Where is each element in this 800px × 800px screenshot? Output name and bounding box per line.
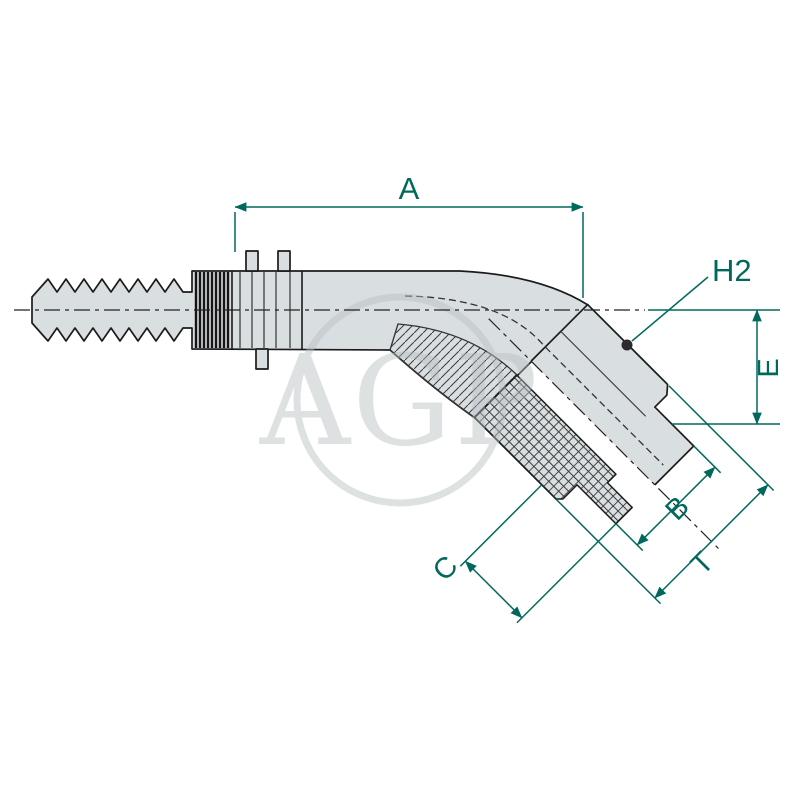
watermark: AGP [259, 293, 540, 507]
dim-c-ext-2 [516, 523, 617, 624]
dimensions [234, 202, 780, 624]
h2-witness-dot [621, 339, 633, 351]
swivel-nut-group [473, 303, 695, 525]
dim-c-line [464, 560, 523, 619]
nut-section-hatch [473, 374, 633, 525]
label-h2: H2 [712, 253, 752, 288]
label-a: A [399, 171, 420, 206]
collar-tab-top-1 [245, 250, 259, 272]
dim-b-ext-1 [693, 445, 722, 474]
nut-exterior-half [531, 304, 694, 485]
collar-tab-top-2 [277, 250, 291, 272]
collar-tab-bottom [255, 348, 269, 370]
watermark-ring [293, 293, 507, 507]
dim-c-ext-1 [459, 484, 543, 567]
watermark-text: AGP [259, 329, 540, 474]
nut-bore-hidden-line [544, 346, 664, 466]
label-e: E [753, 358, 785, 377]
dim-t-line [654, 484, 769, 599]
hex-flat-line [560, 330, 647, 417]
bore-hidden-line [404, 295, 546, 348]
dim-h2-leader [631, 276, 709, 342]
dim-t-ext-1 [668, 385, 775, 492]
dim-b-ext-2 [615, 523, 644, 552]
dim-t-ext-2 [555, 498, 662, 605]
